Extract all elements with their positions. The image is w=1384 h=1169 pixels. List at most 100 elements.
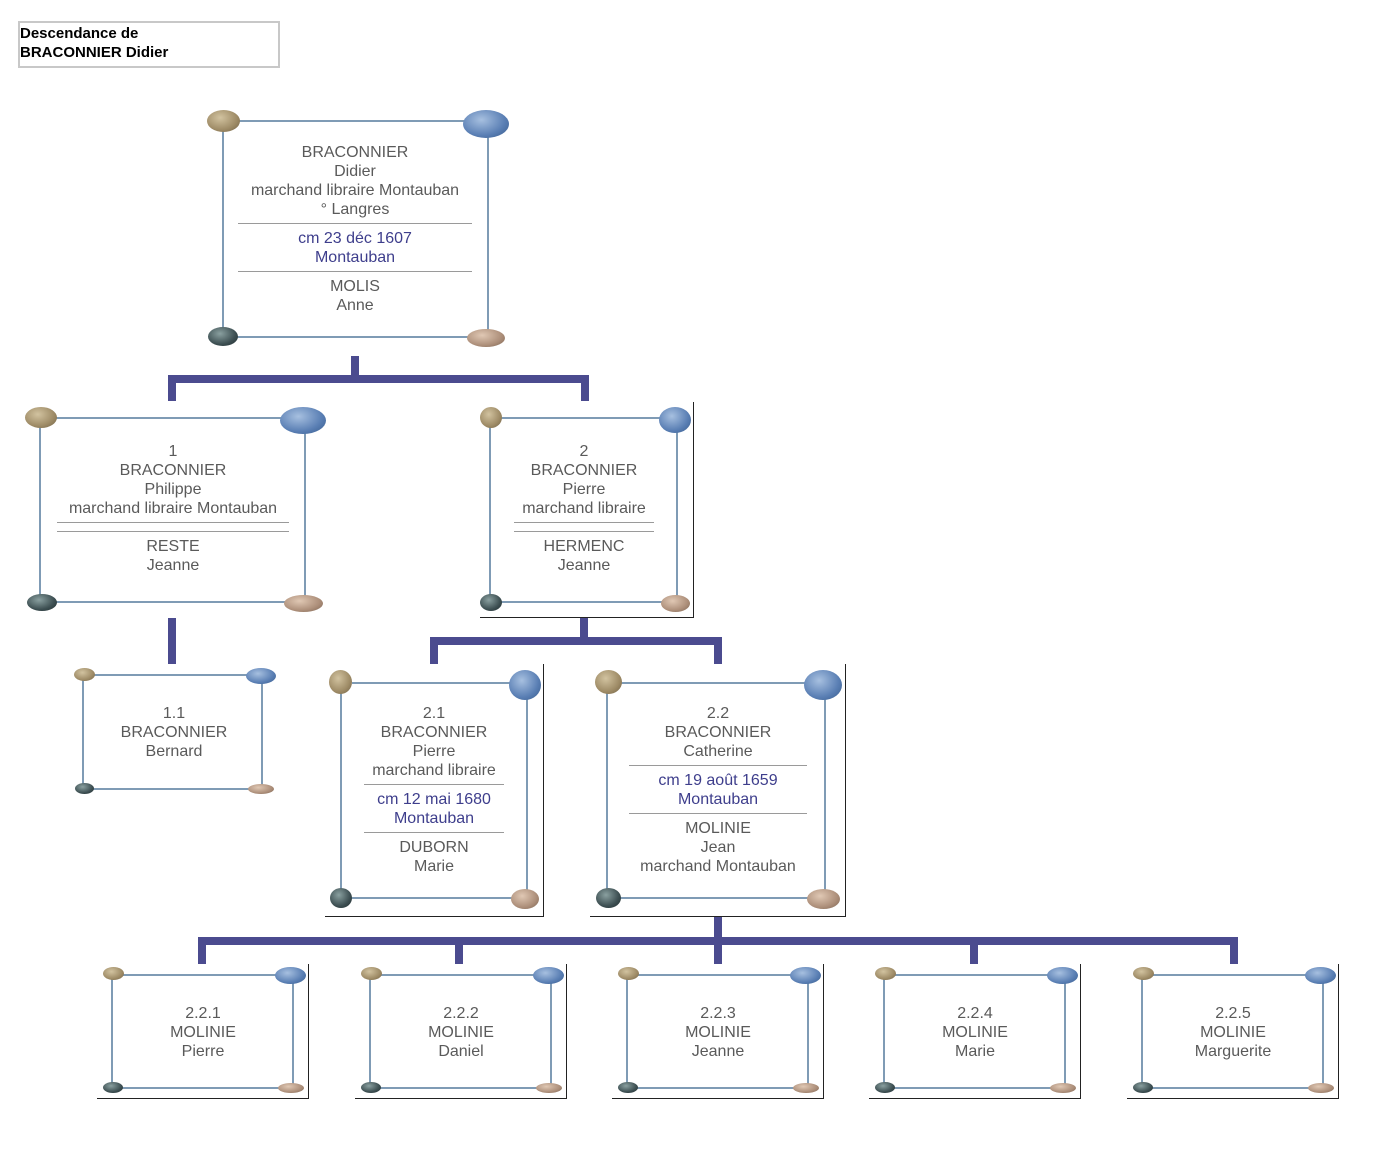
stone-icon (361, 1082, 381, 1093)
person-card-1[interactable]: 1 BRACONNIER Philippe marchand libraire … (22, 402, 328, 616)
stone-icon (463, 110, 509, 138)
person-given-name: Daniel (438, 1043, 484, 1060)
person-given-name: Bernard (145, 743, 203, 760)
person-number: 2 (579, 443, 589, 460)
person-surname: BRACONNIER (119, 462, 227, 479)
stone-icon (25, 407, 57, 428)
marriage-place: Montauban (314, 249, 396, 266)
person-surname: MOLINIE (685, 1024, 751, 1041)
person-given-name: Marie (954, 1043, 995, 1060)
person-surname: MOLINIE (170, 1024, 236, 1041)
person-given-name: Marguerite (1194, 1043, 1272, 1060)
stone-icon (659, 407, 691, 433)
marriage-place: Montauban (677, 791, 759, 808)
spouse-surname: MOLIS (330, 278, 380, 295)
stone-icon (103, 967, 124, 980)
spouse-surname: RESTE (146, 538, 200, 555)
person-surname: BRACONNIER (120, 724, 228, 741)
stone-icon (275, 967, 306, 984)
person-number: 2.2.2 (443, 1005, 479, 1022)
stone-icon (27, 594, 57, 611)
person-card-2[interactable]: 2 BRACONNIER Pierre marchand libraire HE… (478, 402, 692, 616)
spouse-given-name: Jean (700, 839, 736, 856)
card-shadow (325, 664, 544, 917)
stone-icon (361, 967, 382, 980)
person-number: 2.2.4 (957, 1005, 993, 1022)
stone-icon (1133, 1082, 1153, 1093)
card-shadow (590, 664, 846, 917)
stone-icon (807, 889, 840, 909)
person-given-name: Pierre (181, 1043, 225, 1060)
card-shadow (869, 964, 1081, 1099)
person-number: 2.2.5 (1215, 1005, 1251, 1022)
connector (455, 937, 463, 964)
person-surname: MOLINIE (942, 1024, 1008, 1041)
person-card-2-2-4[interactable]: 2.2.4 MOLINIE Marie (870, 964, 1079, 1097)
person-surname: MOLINIE (1200, 1024, 1266, 1041)
stone-icon (511, 889, 539, 909)
stone-icon (207, 110, 240, 132)
connector (168, 618, 176, 664)
stone-icon (596, 888, 621, 908)
person-card-root[interactable]: BRACONNIER Didier marchand libraire Mont… (200, 104, 512, 354)
person-number: 1.1 (162, 705, 186, 722)
person-number: 2.1 (422, 705, 446, 722)
connector (168, 375, 589, 383)
connector (714, 916, 722, 938)
connector (198, 937, 206, 964)
stone-icon (103, 1082, 123, 1093)
person-card-2-2-5[interactable]: 2.2.5 MOLINIE Marguerite (1128, 964, 1337, 1097)
stone-icon (467, 329, 505, 347)
person-surname: BRACONNIER (530, 462, 638, 479)
person-number: 2.2.3 (700, 1005, 736, 1022)
stone-icon (246, 668, 276, 684)
stone-icon (533, 967, 564, 984)
person-card-1-1[interactable]: 1.1 BRACONNIER Bernard (72, 664, 278, 798)
title-line-1: Descendance de (20, 25, 139, 42)
person-surname: BRACONNIER (664, 724, 772, 741)
stone-icon (208, 327, 238, 346)
person-given-name: Pierre (562, 481, 606, 498)
connector (581, 375, 589, 401)
spouse-surname: HERMENC (543, 538, 625, 555)
person-occupation: marchand libraire (522, 500, 646, 517)
stone-icon (248, 784, 274, 794)
stone-icon (75, 783, 94, 794)
marriage-date: cm 19 août 1659 (658, 772, 778, 789)
person-card-2-2-2[interactable]: 2.2.2 MOLINIE Daniel (356, 964, 565, 1097)
person-occupation: marchand libraire Montauban (250, 182, 460, 199)
person-birthplace: ° Langres (320, 201, 390, 218)
person-card-2-2-1[interactable]: 2.2.1 MOLINIE Pierre (98, 964, 307, 1097)
stone-icon (618, 967, 639, 980)
stone-icon (661, 595, 690, 612)
stone-icon (595, 670, 622, 694)
stone-icon (618, 1082, 638, 1093)
connector (430, 637, 722, 645)
stone-icon (480, 407, 502, 428)
stone-icon (1133, 967, 1154, 980)
person-card-2-1[interactable]: 2.1 BRACONNIER Pierre marchand libraire … (326, 664, 542, 915)
stone-icon (793, 1083, 819, 1093)
marriage-date: cm 23 déc 1607 (298, 230, 412, 247)
stone-icon (278, 1083, 304, 1093)
spouse-surname: MOLINIE (685, 820, 751, 837)
card-shadow (612, 964, 824, 1099)
person-given-name: Jeanne (691, 1043, 745, 1060)
connector (714, 637, 722, 664)
spouse-given-name: Anne (336, 297, 374, 314)
spouse-occupation: marchand Montauban (640, 858, 796, 875)
person-given-name: Didier (334, 163, 376, 180)
stone-icon (1050, 1083, 1076, 1093)
marriage-place: Montauban (393, 810, 475, 827)
card-shadow (1127, 964, 1339, 1099)
person-card-2-2[interactable]: 2.2 BRACONNIER Catherine cm 19 août 1659… (591, 664, 844, 915)
chart-title: Descendance de BRACONNIER Didier (18, 21, 280, 68)
person-occupation: marchand libraire Montauban (68, 500, 278, 517)
connector (1230, 937, 1238, 964)
person-card-2-2-3[interactable]: 2.2.3 MOLINIE Jeanne (613, 964, 822, 1097)
stone-icon (480, 594, 502, 611)
person-occupation: marchand libraire (372, 762, 496, 779)
person-given-name: Pierre (412, 743, 456, 760)
stone-icon (284, 595, 323, 612)
stone-icon (329, 670, 352, 694)
